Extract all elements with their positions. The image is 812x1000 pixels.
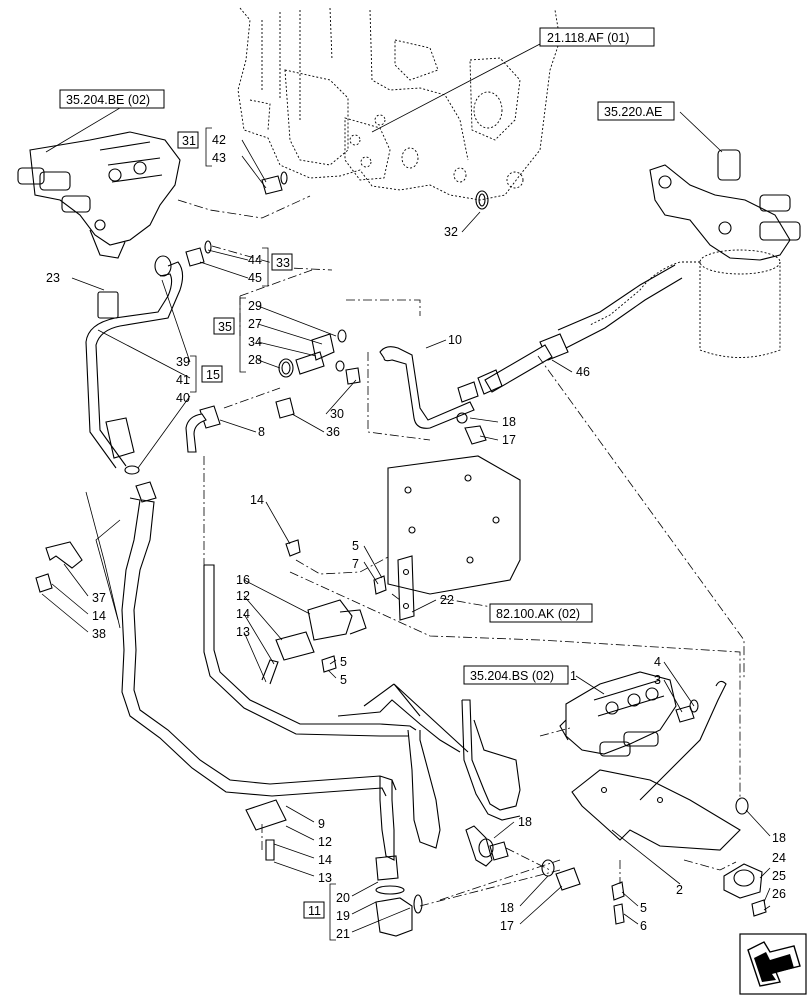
item-40: 40 — [176, 391, 190, 405]
item-28: 28 — [248, 353, 262, 367]
svg-text:35.204.BE (02): 35.204.BE (02) — [66, 93, 150, 107]
transmission-housing — [237, 7, 561, 201]
reference-box-35204be[interactable]: 35.204.BE (02) — [59, 89, 165, 109]
svg-text:35.204.BS (02): 35.204.BS (02) — [470, 669, 554, 683]
item-17-upper: 17 — [502, 433, 516, 447]
item-6: 6 — [640, 919, 647, 933]
item-12-lower: 12 — [318, 835, 332, 849]
svg-text:35.220.AE: 35.220.AE — [604, 105, 662, 119]
reference-box-35220ae[interactable]: 35.220.AE — [597, 101, 675, 121]
item-14-lower: 14 — [318, 853, 332, 867]
leader-lines — [41, 43, 771, 933]
item-14-left: 14 — [92, 609, 106, 623]
group-11[interactable]: 11 — [303, 883, 336, 941]
control-valve — [559, 671, 727, 801]
brackets-and-clips — [35, 539, 415, 861]
valve-bracket — [541, 769, 767, 925]
item-18-right: 18 — [772, 831, 786, 845]
item-25: 25 — [772, 869, 786, 883]
item-26: 26 — [772, 887, 786, 901]
item-23: 23 — [46, 271, 60, 285]
item-12-mid: 12 — [236, 589, 250, 603]
item-13-lower: 13 — [318, 871, 332, 885]
item-labels: 42 43 32 23 44 45 29 27 34 28 10 46 18 1… — [46, 133, 786, 941]
item-16: 16 — [236, 573, 250, 587]
reference-box-82100ak[interactable]: 82.100.AK (02) — [489, 603, 593, 623]
group-31[interactable]: 31 — [177, 127, 212, 167]
item-36: 36 — [326, 425, 340, 439]
rigid-pipes — [121, 405, 521, 937]
next-page-button[interactable] — [739, 933, 807, 995]
svg-text:33: 33 — [276, 256, 290, 270]
double-arrow-icon — [747, 941, 801, 987]
svg-text:31: 31 — [182, 134, 196, 148]
item-39: 39 — [176, 355, 190, 369]
filter-hose — [379, 261, 700, 445]
item-3: 3 — [654, 673, 661, 687]
item-4: 4 — [654, 655, 661, 669]
item-13-mid: 13 — [236, 625, 250, 639]
svg-text:11: 11 — [308, 904, 321, 918]
item-7: 7 — [352, 557, 359, 571]
item-24: 24 — [772, 851, 786, 865]
item-21: 21 — [336, 927, 350, 941]
assembly-centerlines — [177, 195, 745, 907]
item-10: 10 — [448, 333, 462, 347]
svg-text:35: 35 — [218, 320, 232, 334]
item-38: 38 — [92, 627, 106, 641]
item-32: 32 — [444, 225, 458, 239]
item-37: 37 — [92, 591, 106, 605]
valve-assembly-left — [17, 131, 181, 259]
item-5-bracket: 5 — [640, 901, 647, 915]
item-42: 42 — [212, 133, 226, 147]
svg-text:15: 15 — [206, 368, 220, 382]
left-hose — [85, 255, 184, 475]
item-41: 41 — [176, 373, 190, 387]
item-18-lower: 18 — [500, 901, 514, 915]
reference-box-35204bs[interactable]: 35.204.BS (02) — [463, 665, 569, 685]
item-46: 46 — [576, 365, 590, 379]
item-9: 9 — [318, 817, 325, 831]
mounting-plate — [387, 455, 521, 595]
item-8: 8 — [258, 425, 265, 439]
item-22: 22 — [440, 593, 454, 607]
item-45: 45 — [248, 271, 262, 285]
item-18-center: 18 — [518, 815, 532, 829]
item-19: 19 — [336, 909, 350, 923]
item-43: 43 — [212, 151, 226, 165]
svg-text:21.118.AF (01): 21.118.AF (01) — [547, 31, 629, 45]
item-2: 2 — [676, 883, 683, 897]
fittings-cluster — [185, 171, 489, 419]
group-33[interactable]: 33 — [262, 247, 293, 287]
item-5-clip-a: 5 — [340, 655, 347, 669]
item-14-mid: 14 — [250, 493, 264, 507]
item-14-clip: 14 — [236, 607, 250, 621]
item-1: 1 — [570, 669, 577, 683]
item-27: 27 — [248, 317, 262, 331]
item-29: 29 — [248, 299, 262, 313]
group-15[interactable]: 15 — [190, 355, 223, 393]
group-35[interactable]: 35 — [213, 297, 246, 373]
item-18-upper: 18 — [502, 415, 516, 429]
oil-filter-assembly — [649, 149, 801, 358]
item-5-clip-b: 5 — [340, 673, 347, 687]
break-marks — [85, 491, 121, 629]
reference-box-21118af[interactable]: 21.118.AF (01) — [539, 27, 655, 47]
item-5-plate: 5 — [352, 539, 359, 553]
svg-text:82.100.AK (02): 82.100.AK (02) — [496, 607, 580, 621]
item-34: 34 — [248, 335, 262, 349]
item-30: 30 — [330, 407, 344, 421]
item-44: 44 — [248, 253, 262, 267]
item-20: 20 — [336, 891, 350, 905]
item-17-lower: 17 — [500, 919, 514, 933]
